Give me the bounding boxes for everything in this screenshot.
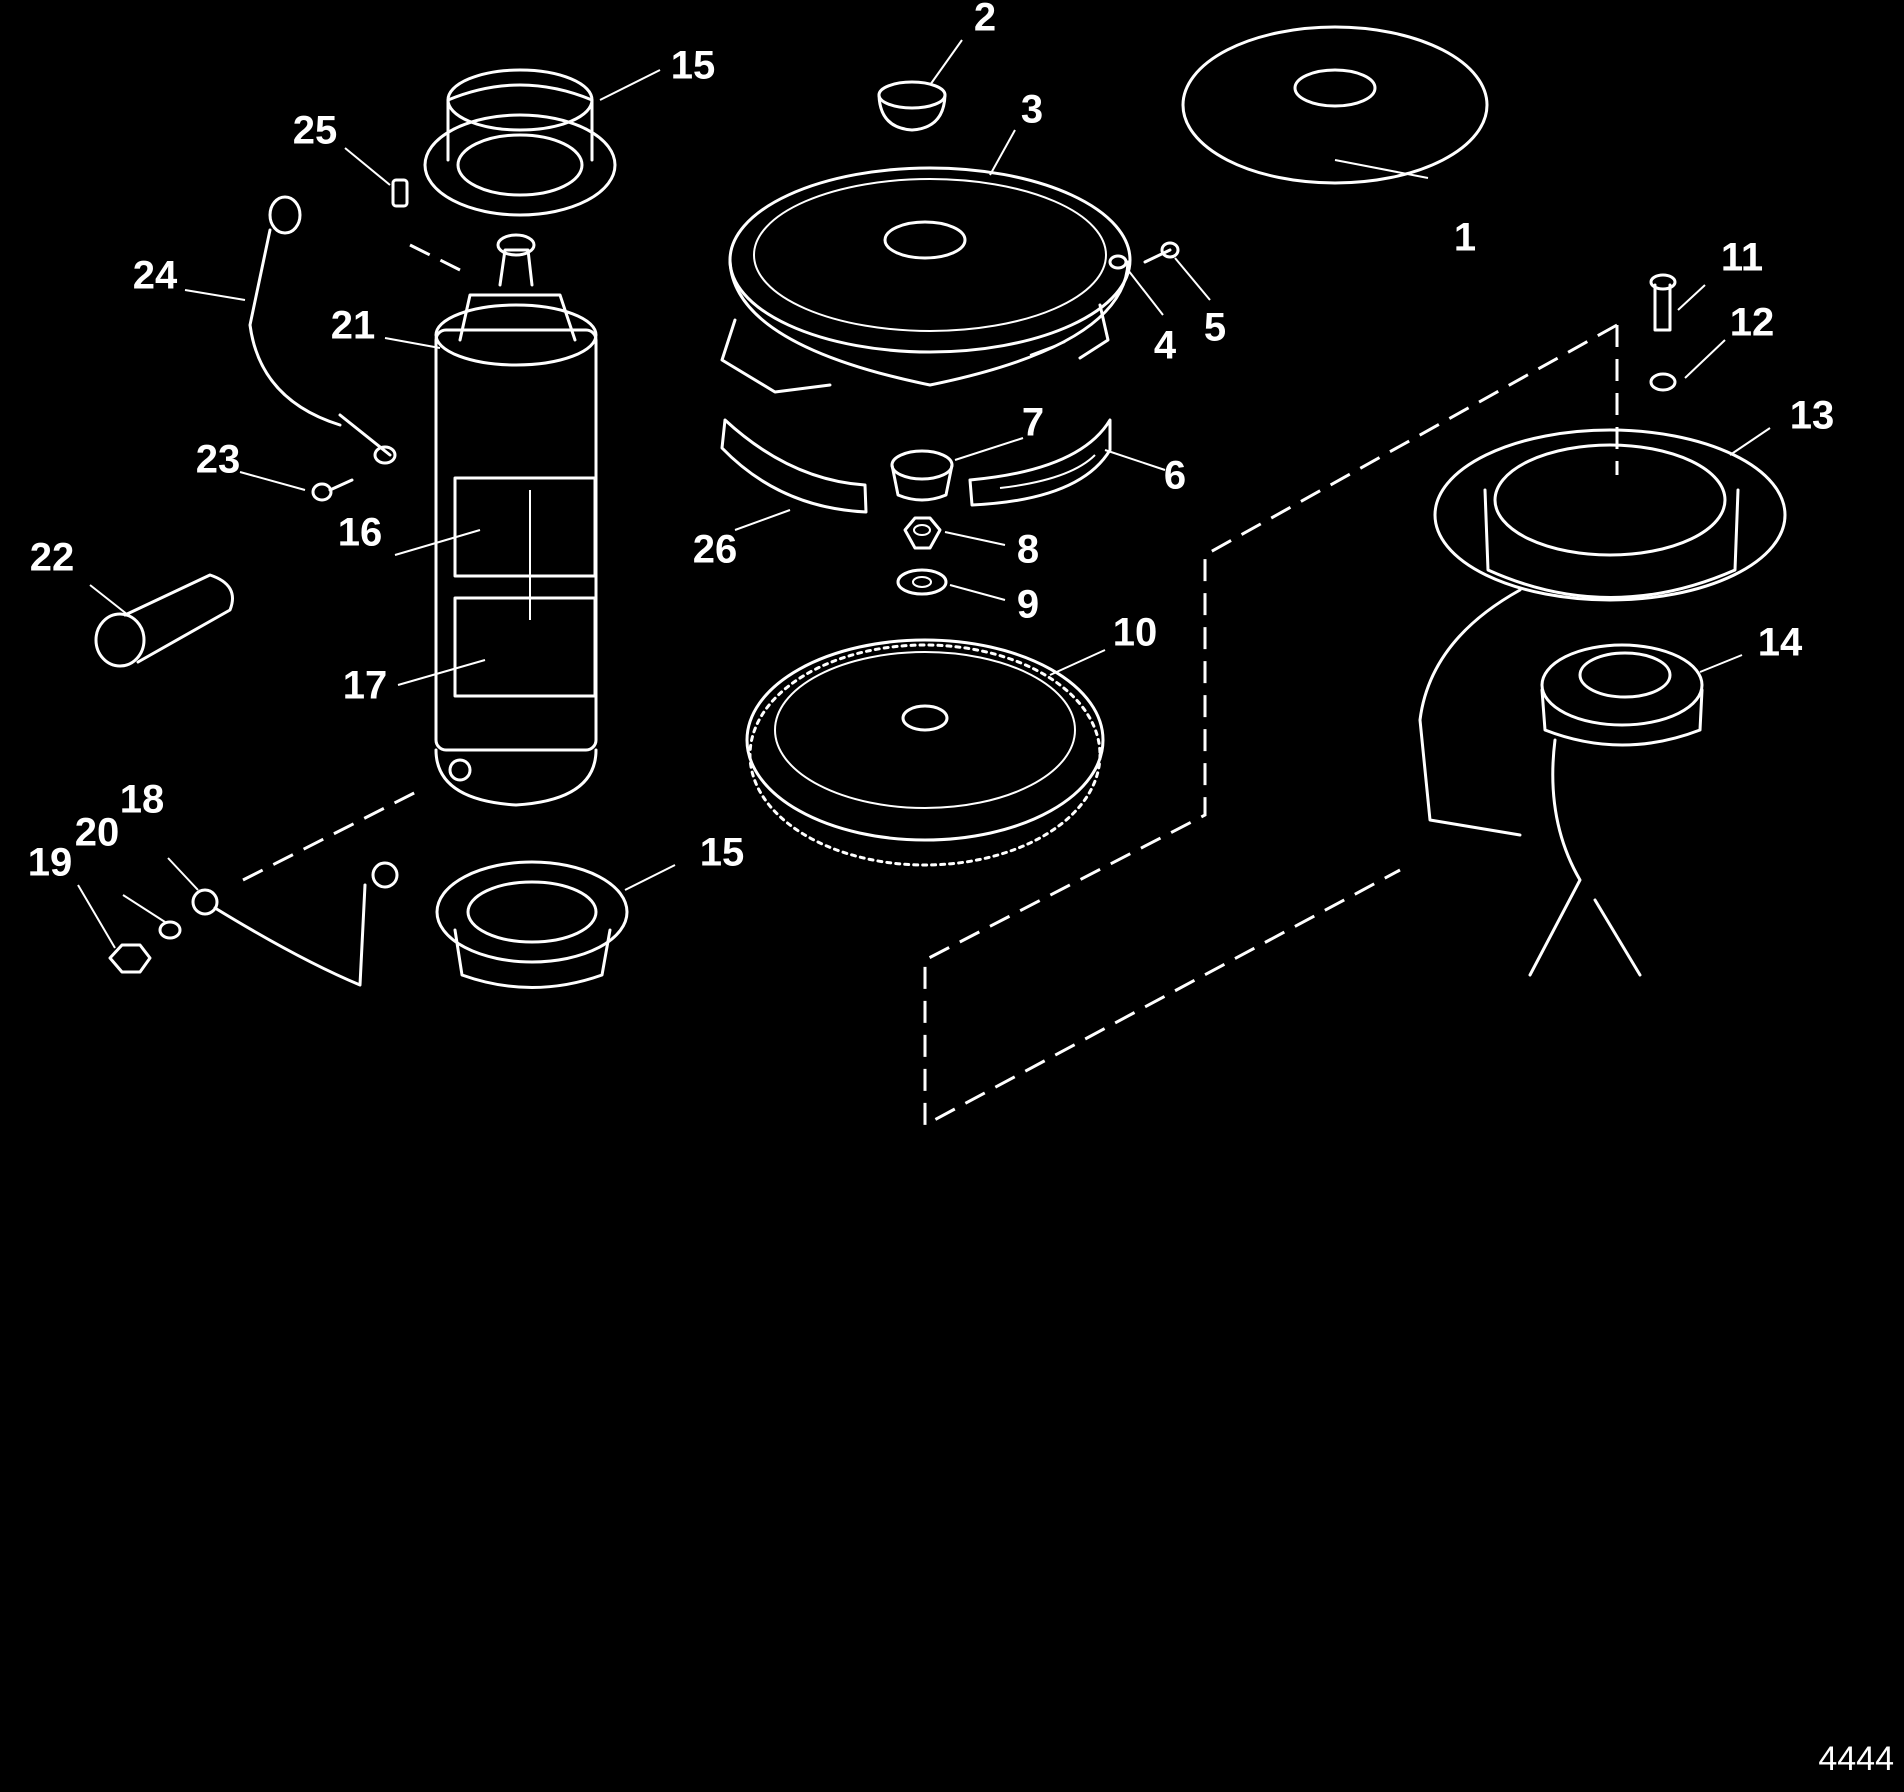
part-20-lock-washer	[158, 920, 182, 940]
part-15-bottom-sleeve	[435, 860, 629, 989]
label-3: 3	[1021, 88, 1043, 132]
label-10: 10	[1113, 611, 1158, 655]
label-6: 6	[1164, 454, 1186, 498]
label-15-bottom: 15	[700, 831, 745, 875]
part-26-band	[720, 418, 868, 514]
part-4-washer	[1108, 254, 1128, 270]
label-20: 20	[75, 811, 120, 855]
label-26: 26	[693, 528, 738, 572]
part-12-washer	[1649, 372, 1677, 392]
label-23: 23	[196, 438, 241, 482]
figure-number: 4444	[1818, 1740, 1894, 1778]
part-5-screw	[1143, 241, 1180, 264]
part-2-cap	[877, 80, 947, 132]
label-11: 11	[1721, 236, 1763, 280]
part-22-terminal-boot	[94, 573, 234, 668]
part-10-flywheel	[745, 638, 1105, 867]
label-13: 13	[1790, 394, 1835, 438]
label-15-top: 15	[671, 44, 716, 88]
label-2: 2	[974, 0, 996, 40]
label-5: 5	[1204, 306, 1226, 350]
part-9-washer	[896, 568, 948, 596]
part-19-nut	[108, 943, 152, 974]
part-14-trigger	[1528, 643, 1704, 977]
label-14: 14	[1758, 621, 1803, 665]
part-7-bushing	[890, 449, 954, 502]
label-19: 19	[28, 841, 73, 885]
part-23-screw	[311, 478, 354, 502]
part-21-starter-motor	[434, 233, 598, 807]
label-22: 22	[30, 536, 75, 580]
part-3-flywheel-cover	[720, 166, 1132, 394]
label-1: 1	[1454, 216, 1476, 260]
part-6-band	[968, 418, 1112, 507]
leader-lines	[77, 39, 1771, 949]
label-24: 24	[133, 254, 178, 298]
label-8: 8	[1017, 528, 1039, 572]
label-7: 7	[1022, 401, 1044, 445]
assembly-dashed-lines	[242, 243, 1619, 1128]
part-18-cable	[191, 861, 399, 987]
label-4: 4	[1154, 324, 1177, 368]
part-15-top-sleeve	[423, 68, 617, 217]
part-24-cable	[248, 195, 397, 465]
callout-labels: 1 2 3 4 5 6 7 8 9 10 11 12 13 14 15 15 1…	[28, 0, 1835, 885]
part-8-nut	[903, 516, 942, 550]
part-13-stator	[1418, 428, 1787, 837]
label-25: 25	[293, 109, 338, 153]
label-21: 21	[331, 304, 376, 348]
label-12: 12	[1730, 301, 1775, 345]
label-17: 17	[343, 664, 388, 708]
part-1-washer-disc	[1181, 25, 1489, 185]
part-11-screw	[1649, 273, 1677, 332]
label-18: 18	[120, 778, 165, 822]
part-25-fastener	[391, 178, 409, 208]
label-9: 9	[1017, 583, 1039, 627]
label-16: 16	[338, 511, 383, 555]
